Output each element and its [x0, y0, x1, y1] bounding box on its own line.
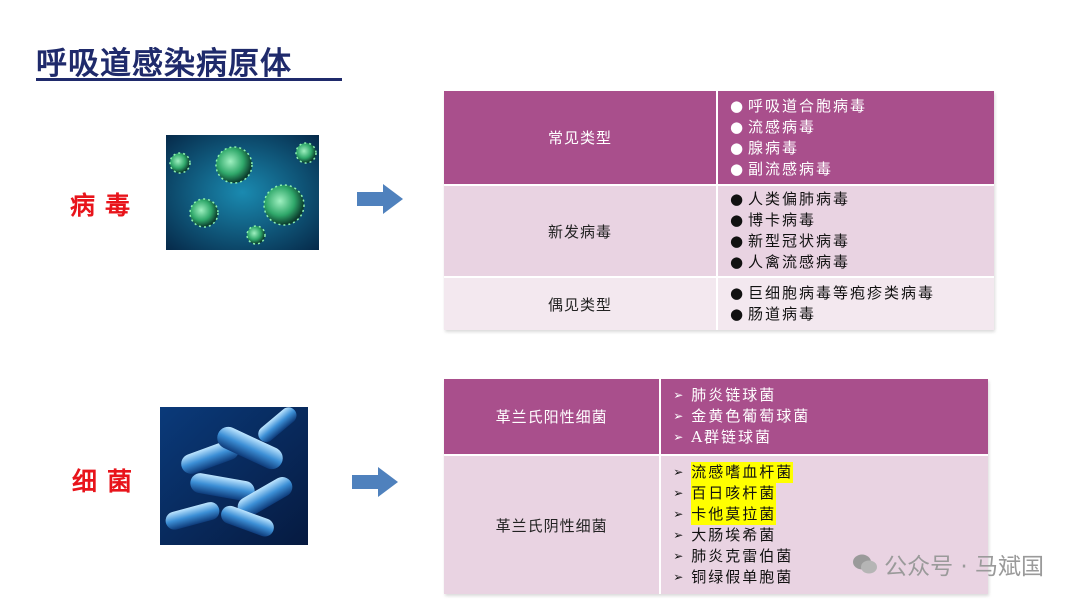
list-item: ●呼吸道合胞病毒: [729, 96, 867, 115]
bacteria-arrow-icon: [352, 467, 398, 501]
watermark: 公众号 · 马斌国: [852, 547, 1044, 581]
items-cell: ➢肺炎链球菌 ➢金黄色葡萄球菌 ➢A群链球菌: [661, 379, 988, 454]
highlighted-text: 百日咳杆菌: [691, 483, 777, 504]
items-cell: ●巨细胞病毒等疱疹类病毒 ●肠道病毒: [717, 278, 994, 330]
arrowhead-bullet-icon: ➢: [673, 388, 686, 402]
list-item: ●巨细胞病毒等疱疹类病毒: [729, 284, 935, 302]
list-item: ●腺病毒: [729, 138, 799, 157]
list-item: ●副流感病毒: [729, 159, 833, 178]
highlighted-text: 卡他莫拉菌: [691, 504, 777, 525]
circle-bullet-icon: ●: [729, 159, 746, 178]
wechat-icon: [853, 554, 878, 574]
list-item: ➢大肠埃希菌: [673, 526, 777, 544]
items-cell: ●呼吸道合胞病毒 ●流感病毒 ●腺病毒 ●副流感病毒: [717, 91, 994, 184]
list-item: ➢铜绿假单胞菌: [673, 568, 794, 586]
arrowhead-bullet-icon: ➢: [673, 528, 686, 542]
list-item: ➢ 流感嗜血杆菌: [673, 462, 988, 483]
virus-section-label: 病毒: [70, 191, 141, 220]
dot-bullet-icon: ●: [729, 211, 746, 229]
dot-bullet-icon: ●: [729, 190, 746, 208]
arrowhead-bullet-icon: ➢: [673, 570, 686, 584]
list-item: ➢肺炎链球菌: [673, 386, 777, 404]
virus-image: [166, 135, 319, 250]
arrowhead-bullet-icon: ➢: [673, 507, 686, 521]
dot-bullet-icon: ●: [729, 284, 746, 302]
watermark-text: 公众号 · 马斌国: [884, 554, 1044, 580]
highlighted-text: 流感嗜血杆菌: [691, 462, 794, 483]
arrowhead-bullet-icon: ➢: [673, 409, 686, 423]
arrowhead-bullet-icon: ➢: [673, 486, 686, 500]
list-item: ➢肺炎克雷伯菌: [673, 547, 794, 565]
virus-row-emerging: 新发病毒 ●人类偏肺病毒 ●博卡病毒 ●新型冠状病毒 ●人禽流感病毒: [444, 186, 994, 276]
category-cell: 革兰氏阳性细菌: [444, 379, 662, 454]
category-cell: 革兰氏阴性细菌: [444, 456, 662, 594]
list-item: ●博卡病毒: [729, 211, 816, 229]
arrowhead-bullet-icon: ➢: [673, 465, 686, 479]
items-cell: ●人类偏肺病毒 ●博卡病毒 ●新型冠状病毒 ●人禽流感病毒: [717, 186, 994, 276]
bacteria-image: [160, 407, 308, 545]
bacteria-row-gram-positive: 革兰氏阳性细菌 ➢肺炎链球菌 ➢金黄色葡萄球菌 ➢A群链球菌: [444, 379, 988, 454]
bacteria-table: 革兰氏阳性细菌 ➢肺炎链球菌 ➢金黄色葡萄球菌 ➢A群链球菌 革兰氏阴性细菌 ➢…: [444, 379, 988, 594]
slide-title: 呼吸道感染病原体: [36, 46, 292, 82]
circle-bullet-icon: ●: [729, 117, 746, 136]
list-item: ➢ 百日咳杆菌: [673, 483, 988, 504]
list-item: ●肠道病毒: [729, 305, 816, 323]
items-cell: ➢ 流感嗜血杆菌 ➢ 百日咳杆菌 ➢ 卡他莫拉菌 ➢大肠埃希菌 ➢肺炎克雷伯菌 ➢铜绿…: [661, 456, 988, 594]
bacteria-row-gram-negative: 革兰氏阴性细菌 ➢ 流感嗜血杆菌 ➢ 百日咳杆菌 ➢ 卡他莫拉菌 ➢大肠埃希菌 ➢肺炎…: [444, 456, 988, 594]
circle-bullet-icon: ●: [729, 96, 746, 115]
dot-bullet-icon: ●: [729, 253, 746, 271]
circle-bullet-icon: ●: [729, 138, 746, 157]
title-underline: [36, 78, 342, 81]
dot-bullet-icon: ●: [729, 305, 746, 323]
list-item: ●流感病毒: [729, 117, 816, 136]
virus-table: 常见类型 ●呼吸道合胞病毒 ●流感病毒 ●腺病毒 ●副流感病毒 新发病毒 ●人类…: [444, 91, 994, 330]
virus-row-occasional: 偶见类型 ●巨细胞病毒等疱疹类病毒 ●肠道病毒: [444, 278, 994, 330]
virus-arrow-icon: [357, 184, 403, 218]
list-item: ●人类偏肺病毒: [729, 190, 850, 208]
list-item: ➢ 卡他莫拉菌: [673, 504, 988, 525]
virus-row-common: 常见类型 ●呼吸道合胞病毒 ●流感病毒 ●腺病毒 ●副流感病毒: [444, 91, 994, 184]
list-item: ●人禽流感病毒: [729, 253, 850, 271]
category-cell: 常见类型: [444, 91, 718, 184]
category-cell: 偶见类型: [444, 278, 718, 330]
bacteria-section-label: 细菌: [72, 467, 143, 496]
list-item: ➢A群链球菌: [673, 428, 773, 446]
list-item: ●新型冠状病毒: [729, 232, 850, 250]
list-item: ➢金黄色葡萄球菌: [673, 407, 811, 425]
category-cell: 新发病毒: [444, 186, 718, 276]
dot-bullet-icon: ●: [729, 232, 746, 250]
arrowhead-bullet-icon: ➢: [673, 430, 686, 444]
arrowhead-bullet-icon: ➢: [673, 549, 686, 563]
